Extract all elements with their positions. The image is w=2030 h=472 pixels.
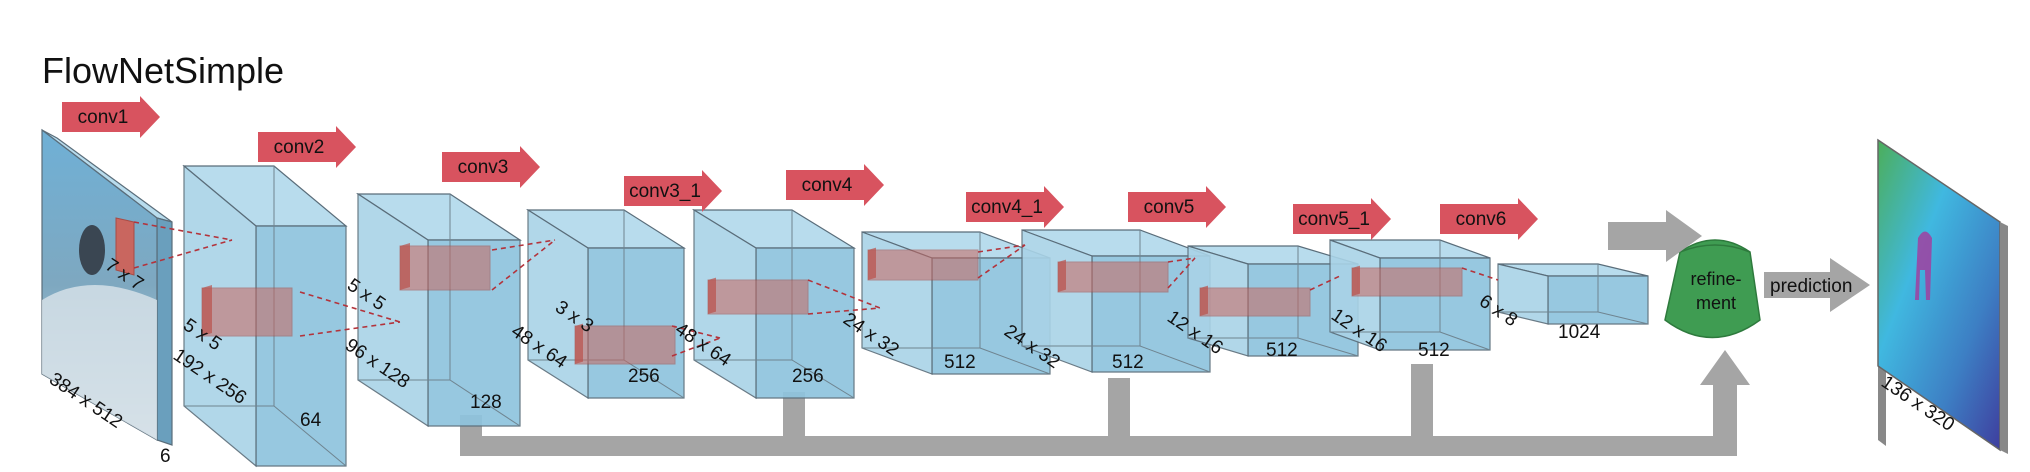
block-conv6-output [1329, 239, 1491, 351]
layer-arrow-conv5: conv5 [1128, 186, 1226, 228]
diagram-title: FlowNetSimple [42, 50, 284, 91]
layer-arrow-conv5_1: conv5_1 [1293, 198, 1391, 240]
feature-arrow [1608, 210, 1702, 262]
refinement-block: refine- ment [1664, 239, 1761, 339]
channel-count-label: 256 [628, 366, 660, 387]
channel-count-label: 256 [792, 366, 824, 387]
refinement-label-line2: ment [1696, 293, 1736, 313]
layer-name-conv3_1: conv3_1 [629, 181, 701, 202]
layer-name-conv3: conv3 [458, 157, 509, 178]
layer-arrow-conv6: conv6 [1440, 198, 1538, 240]
layer-arrow-conv1: conv1 [62, 96, 160, 138]
channel-count-label: 512 [1418, 340, 1450, 361]
layer-name-conv2: conv2 [274, 137, 325, 158]
prediction-arrow: prediction [1764, 258, 1870, 312]
block-conv3-output [355, 192, 523, 428]
kernel-projection-line [1461, 267, 1499, 281]
layer-name-conv5_1: conv5_1 [1298, 209, 1370, 230]
kernel-projection-line [133, 239, 233, 269]
kernel-projection-line [491, 239, 556, 291]
layer-arrow-conv3_1: conv3_1 [624, 170, 722, 212]
kernel-projection-line [807, 307, 881, 315]
kernel-projection-line [133, 221, 233, 241]
block-final-output [1497, 263, 1649, 325]
block-conv2-output [182, 164, 348, 468]
kernel-projection-line [1167, 257, 1196, 289]
kernel-projection-line [299, 321, 401, 337]
channel-count-label: 6 [160, 446, 171, 467]
kernel-projection-line [807, 279, 881, 309]
channel-count-label: 64 [300, 410, 322, 431]
layer-arrow-conv2: conv2 [258, 126, 356, 168]
kernel-projection-line [1309, 274, 1343, 291]
kernel-projection-line [977, 244, 1026, 253]
block-conv4_1-output [861, 231, 1051, 375]
layer-name-conv4: conv4 [802, 175, 853, 196]
kernel-projection-line [1167, 257, 1196, 263]
output-flow-block [1877, 138, 2008, 454]
channel-count-label: 512 [1112, 352, 1144, 373]
input-image-block [41, 128, 173, 446]
conv-blocks [133, 164, 1649, 468]
refinement-label-line1: refine- [1690, 269, 1741, 289]
layer-name-conv4_1: conv4_1 [971, 197, 1043, 218]
block-conv5-output [1021, 229, 1211, 373]
kernel-projection-line [491, 239, 556, 251]
kernel-projection-line [977, 244, 1026, 279]
skip-connections [460, 350, 1750, 456]
channel-count-label: 1024 [1558, 322, 1601, 343]
layer-name-conv1: conv1 [78, 107, 129, 128]
layer-name-conv5: conv5 [1144, 197, 1195, 218]
channel-count-label: 512 [944, 352, 976, 373]
block-conv3_1-output [525, 208, 687, 400]
layer-name-conv6: conv6 [1456, 209, 1507, 230]
channel-count-label: 512 [1266, 340, 1298, 361]
prediction-label: prediction [1770, 276, 1852, 297]
block-conv4-output [691, 208, 857, 400]
layer-arrow-conv4_1: conv4_1 [966, 186, 1064, 228]
channel-count-label: 128 [470, 392, 502, 413]
layer-arrow-conv3: conv3 [442, 146, 540, 188]
layer-arrow-conv4: conv4 [786, 164, 884, 206]
